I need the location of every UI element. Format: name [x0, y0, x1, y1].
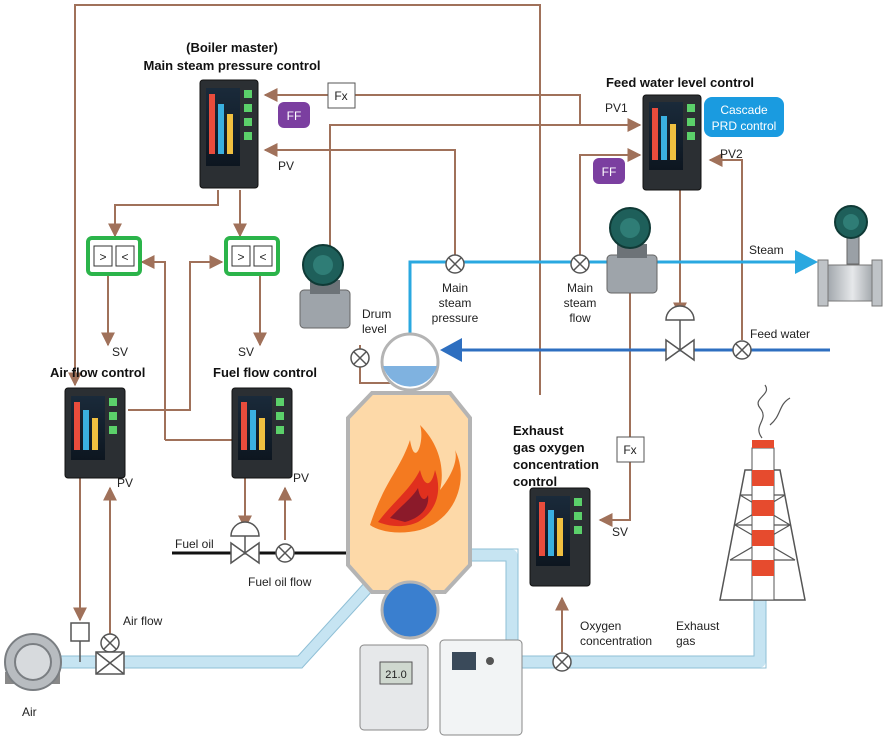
boiler-master-title-1: (Boiler master)	[186, 40, 278, 55]
drum-label-2: level	[362, 322, 387, 336]
fx-label-exhaust: Fx	[623, 443, 636, 457]
selector-right-lt: <	[259, 250, 266, 264]
air-flow-controller	[64, 387, 126, 479]
air-blower	[4, 633, 62, 691]
fuel-oil-valve	[230, 521, 260, 565]
msp-label-2: steam	[439, 296, 472, 310]
fx-box-top: Fx	[327, 82, 356, 109]
fuel-oil-flow-label: Fuel oil flow	[248, 575, 312, 589]
exhaust-title-1: Exhaust	[513, 423, 564, 438]
ff-badge-master: FF	[278, 102, 310, 128]
oxygen-analyzer-converter: 21.0	[359, 644, 429, 731]
drum-level-transmitter	[299, 244, 351, 329]
msp-label-1: Main	[442, 281, 468, 295]
cascade-prd-badge: Cascade PRD control	[704, 97, 784, 137]
ff-label-feed: FF	[602, 165, 617, 179]
ff-label-master: FF	[287, 109, 302, 123]
oxygen-analyzer-detector	[439, 639, 523, 736]
analyzer-reading: 21.0	[385, 669, 406, 681]
signal-lines	[68, 4, 743, 652]
feed-water-line	[440, 338, 830, 362]
exhaust-title-2: gas oxygen	[513, 440, 585, 455]
selector-right-gt: >	[237, 250, 244, 264]
selector-left: > <	[86, 236, 142, 276]
sv-air: SV	[112, 345, 128, 359]
feed-water-valve	[665, 305, 695, 362]
air-label: Air	[22, 705, 37, 719]
exhaust-oxygen-controller	[529, 487, 591, 587]
air-flow-label: Air flow	[123, 614, 163, 628]
oxygen-label-1: Oxygen	[580, 619, 621, 633]
fuel-flow-title: Fuel flow control	[213, 365, 317, 380]
steam-flowmeter	[817, 205, 883, 307]
main-steam-pressure-sensor	[445, 254, 465, 274]
msf-label-1: Main	[567, 281, 593, 295]
fuel-oil-flow-sensor	[275, 543, 295, 563]
drum-level-sensor	[350, 348, 370, 368]
boiler-master-title-2: Main steam pressure control	[144, 58, 321, 73]
oxygen-label-2: concentration	[580, 634, 652, 648]
selector-left-gt: >	[99, 250, 106, 264]
main-steam-pressure-controller	[199, 79, 259, 189]
steam-label: Steam	[749, 243, 784, 257]
sv-exhaust: SV	[612, 525, 628, 539]
flame-icon	[370, 425, 461, 533]
feed-water-label: Feed water	[750, 327, 810, 341]
drum-label-1: Drum	[362, 307, 391, 321]
sv-fuel: SV	[238, 345, 254, 359]
ff-badge-feed: FF	[593, 158, 625, 184]
air-flow-sensor	[100, 633, 120, 653]
air-flow-title: Air flow control	[50, 365, 145, 380]
fuel-oil-label: Fuel oil	[175, 537, 214, 551]
feed-water-title: Feed water level control	[606, 75, 754, 90]
feed-water-level-controller	[642, 94, 702, 191]
exhaust-gas-label-1: Exhaust	[676, 619, 720, 633]
fx-label-top: Fx	[334, 89, 347, 103]
pv-fuel: PV	[293, 471, 309, 485]
msp-label-3: pressure	[432, 311, 479, 325]
selector-right: > <	[224, 236, 280, 276]
exhaust-gas-label-2: gas	[676, 634, 695, 648]
msf-label-2: steam	[564, 296, 597, 310]
fx-box-exhaust: Fx	[616, 436, 645, 463]
msf-label-3: flow	[569, 311, 591, 325]
main-steam-flow-sensor	[570, 254, 590, 274]
steam-line	[408, 250, 818, 335]
selector-left-lt: <	[121, 250, 128, 264]
exhaust-title-4: control	[513, 474, 557, 489]
cascade-line1: Cascade	[720, 103, 768, 117]
pv1-label: PV1	[605, 101, 628, 115]
cascade-line2: PRD control	[712, 119, 777, 133]
air-damper	[70, 622, 125, 675]
furnace	[346, 391, 472, 640]
oxygen-sensor	[552, 652, 572, 672]
feed-water-flow-sensor	[732, 340, 752, 360]
main-steam-flow-transmitter	[606, 207, 658, 294]
lower-drum	[380, 580, 440, 640]
pv-air: PV	[117, 476, 133, 490]
pv2-label: PV2	[720, 147, 743, 161]
pv-master: PV	[278, 159, 294, 173]
fuel-flow-controller	[231, 387, 293, 479]
steam-drum	[380, 332, 440, 392]
chimney	[719, 384, 806, 601]
exhaust-title-3: concentration	[513, 457, 599, 472]
